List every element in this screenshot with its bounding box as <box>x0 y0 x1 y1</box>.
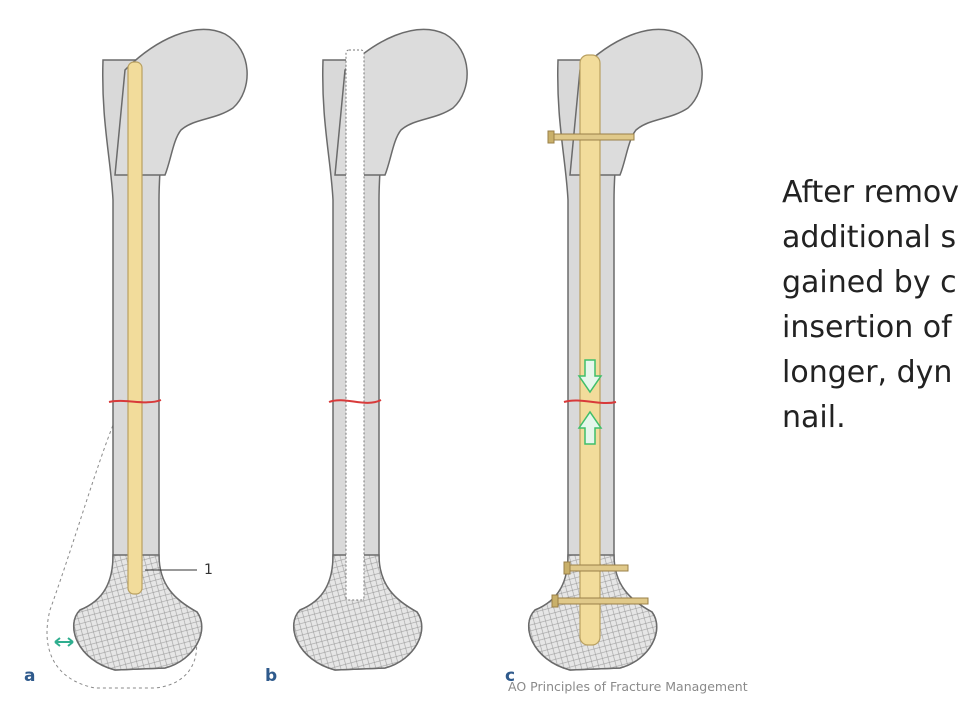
femur-illustration <box>46 28 703 689</box>
distal-screw-2 <box>551 594 649 608</box>
arrow-up-icon <box>577 410 603 445</box>
fracture-line-c <box>563 399 617 404</box>
panel-label-a: a <box>24 666 36 686</box>
arrow-down-icon <box>577 359 603 394</box>
empty-canal-b <box>345 49 365 601</box>
panel-label-b: b <box>265 666 278 686</box>
panel-b-femur <box>292 28 468 671</box>
nail-c <box>579 54 601 646</box>
shortening-arrow-icon <box>54 637 74 647</box>
fracture-line-a <box>108 399 162 404</box>
slide-body-text: After remov additional s gained by c ins… <box>782 175 960 435</box>
panel-a-femur <box>46 28 248 689</box>
panel-c-femur <box>527 28 703 671</box>
nail-a <box>127 61 143 595</box>
distal-screw-1 <box>563 561 629 575</box>
panel-label-c: c <box>505 666 516 686</box>
callout-number: 1 <box>204 562 213 578</box>
proximal-screw <box>547 130 635 144</box>
fracture-line-b <box>328 399 382 404</box>
source-caption: AO Principles of Fracture Management <box>508 679 748 694</box>
